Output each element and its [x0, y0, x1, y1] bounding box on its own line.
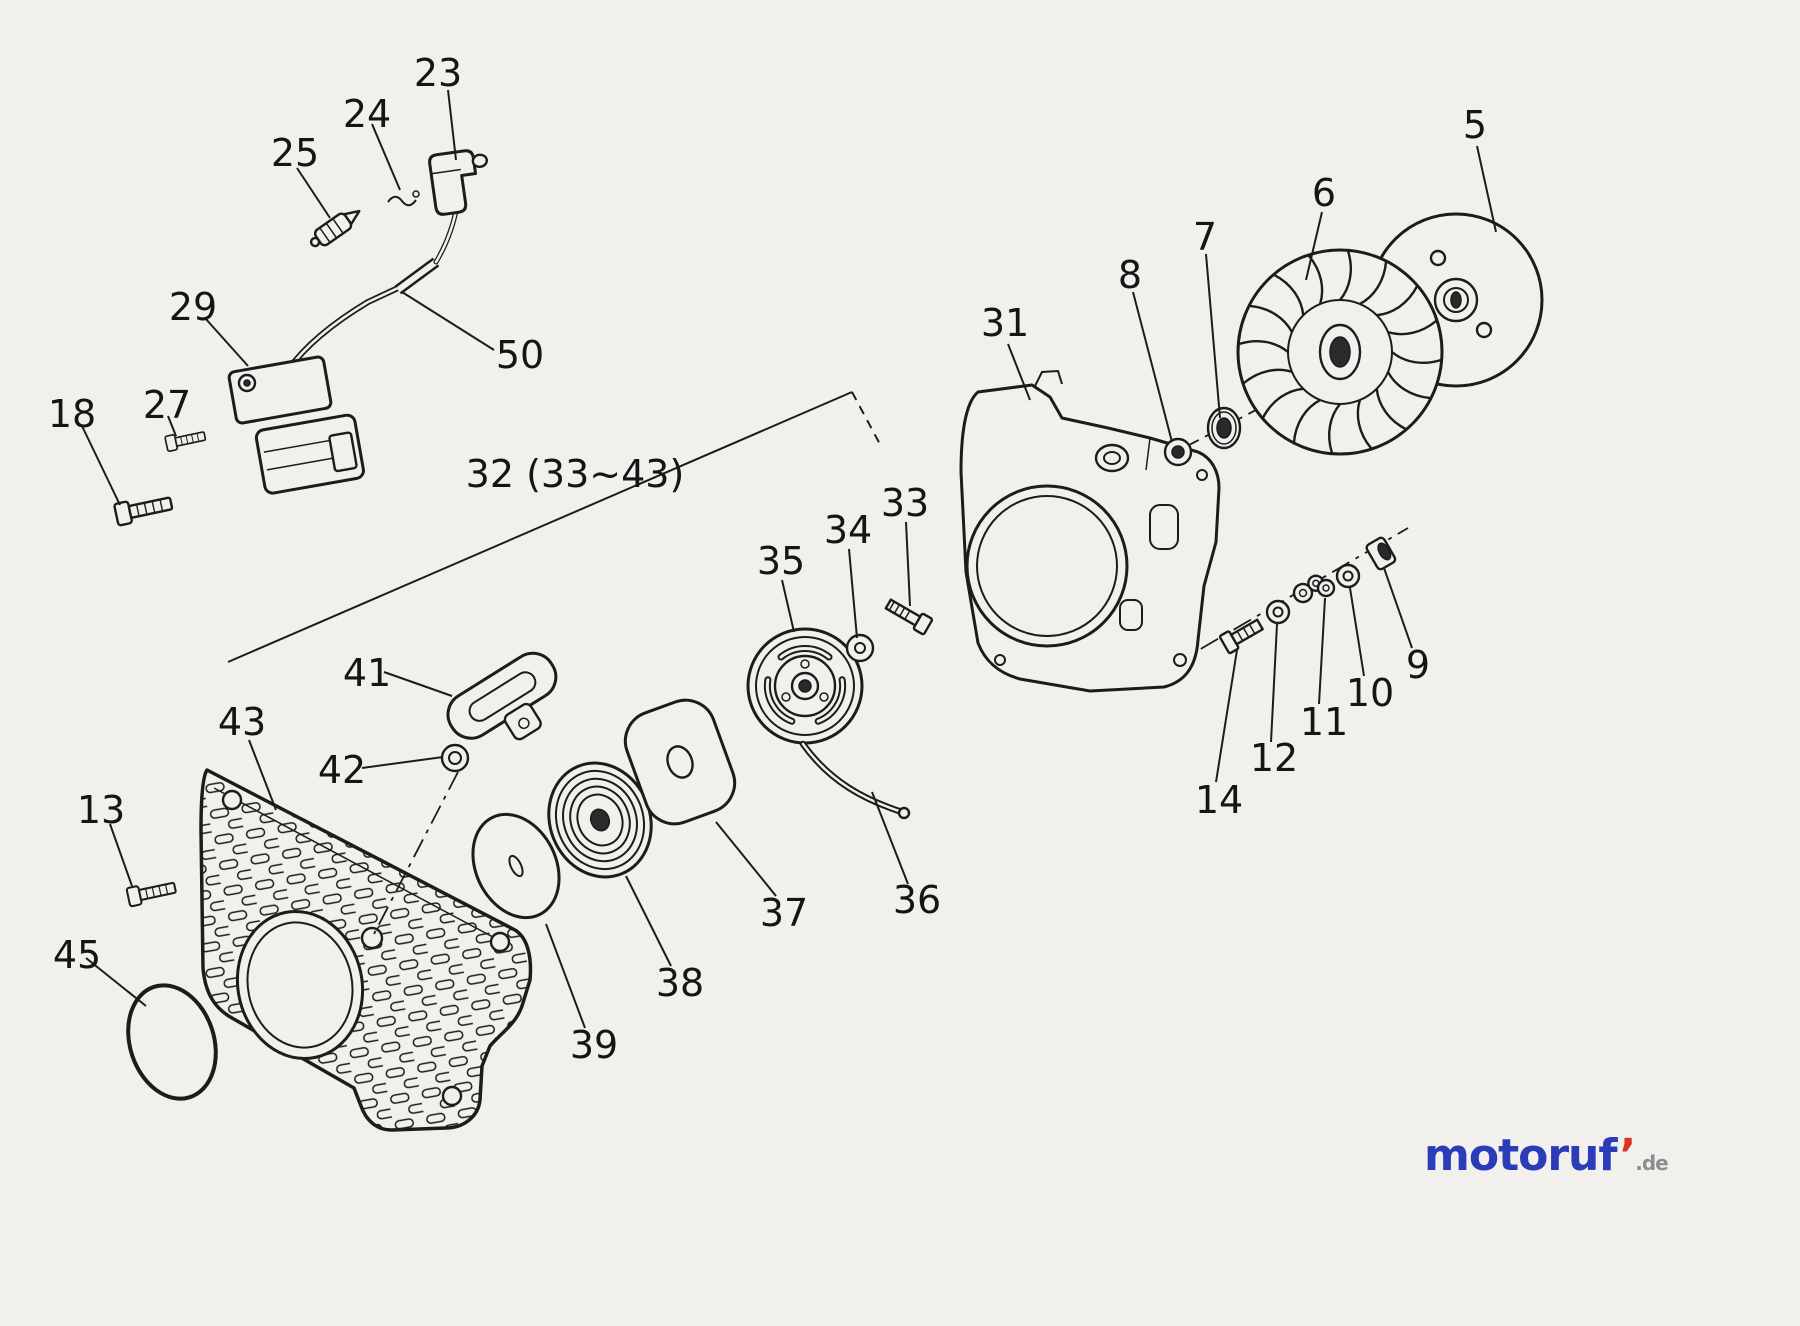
part-label-7: 7	[1193, 215, 1217, 259]
part-label-group-32: 32 (33~43)	[466, 452, 685, 496]
friction-plate	[623, 698, 737, 826]
terminal-spring	[387, 190, 420, 207]
ignition-lead	[285, 203, 460, 373]
part-label-9: 9	[1406, 643, 1430, 687]
watermark-brand: motoruf	[1424, 1130, 1621, 1181]
washer-10	[1335, 563, 1361, 589]
rope-bushing	[440, 743, 470, 773]
part-label-13: 13	[77, 788, 125, 832]
leader-lines	[81, 89, 1497, 1029]
watermark: motoruf’.de	[1424, 1130, 1669, 1181]
fan-cover	[959, 369, 1221, 693]
part-label-45: 45	[53, 933, 101, 977]
plug-terminal	[309, 209, 361, 248]
part-label-34: 34	[824, 508, 872, 552]
gasket-ring	[126, 983, 218, 1101]
spark-plug-cap	[428, 149, 489, 216]
part-label-14: 14	[1195, 778, 1243, 822]
coil-screw-27	[163, 427, 208, 453]
coil-screw-18	[112, 491, 175, 527]
part-label-5: 5	[1463, 103, 1487, 147]
starter-rope	[799, 740, 911, 820]
pulley-screw	[884, 598, 934, 636]
flywheel-nut	[1163, 437, 1193, 467]
collar-9	[1365, 536, 1397, 571]
starter-handle	[446, 651, 558, 741]
part-label-41: 41	[343, 651, 391, 695]
pawl-screw	[1218, 618, 1264, 655]
flywheel-assembly	[959, 212, 1544, 693]
part-label-42: 42	[318, 748, 366, 792]
part-label-23: 23	[414, 51, 462, 95]
part-label-29: 29	[169, 285, 217, 329]
part-label-39: 39	[570, 1023, 618, 1067]
recoil-spring	[547, 761, 653, 879]
part-label-10: 10	[1346, 671, 1394, 715]
part-label-6: 6	[1312, 171, 1336, 215]
washer-11	[1316, 578, 1336, 598]
part-label-31: 31	[981, 301, 1029, 345]
part-label-18: 18	[48, 392, 96, 436]
ignition-assembly	[112, 149, 489, 527]
part-label-37: 37	[760, 891, 808, 935]
part-label-35: 35	[757, 539, 805, 583]
part-label-50: 50	[496, 333, 544, 377]
watermark-accent: ’	[1619, 1130, 1637, 1181]
bushing-centerline	[373, 771, 459, 935]
housing-opening	[235, 909, 365, 1061]
rope-guide-hole	[360, 926, 384, 950]
starter-pawl-washer	[1206, 406, 1242, 450]
part-label-27: 27	[143, 383, 191, 427]
fan-cover-opening	[965, 484, 1129, 648]
part-label-33: 33	[881, 481, 929, 525]
crankshaft-boss	[1094, 443, 1130, 473]
part-label-25: 25	[271, 131, 319, 175]
housing-screw	[125, 877, 178, 908]
part-label-12: 12	[1250, 736, 1298, 780]
group-leader-line	[227, 391, 853, 663]
starter-assembly	[125, 391, 934, 1132]
part-label-24: 24	[343, 92, 391, 136]
part-label-11: 11	[1300, 700, 1348, 744]
watermark-suffix: .de	[1635, 1151, 1668, 1175]
starter-pulley	[746, 627, 864, 745]
washer-34	[845, 633, 875, 663]
flywheel	[1236, 248, 1444, 456]
starter-housing	[199, 768, 533, 1132]
part-label-8: 8	[1118, 253, 1142, 297]
part-labels: 23 24 25 29 50 18 27 32 (33~43) 31 8 7 6…	[48, 51, 1487, 1067]
washer-12	[1265, 599, 1291, 625]
part-label-36: 36	[893, 878, 941, 922]
part-label-38: 38	[656, 961, 704, 1005]
starter-washer-disc	[471, 812, 561, 920]
part-label-43: 43	[218, 700, 266, 744]
ignition-coil	[227, 355, 365, 495]
